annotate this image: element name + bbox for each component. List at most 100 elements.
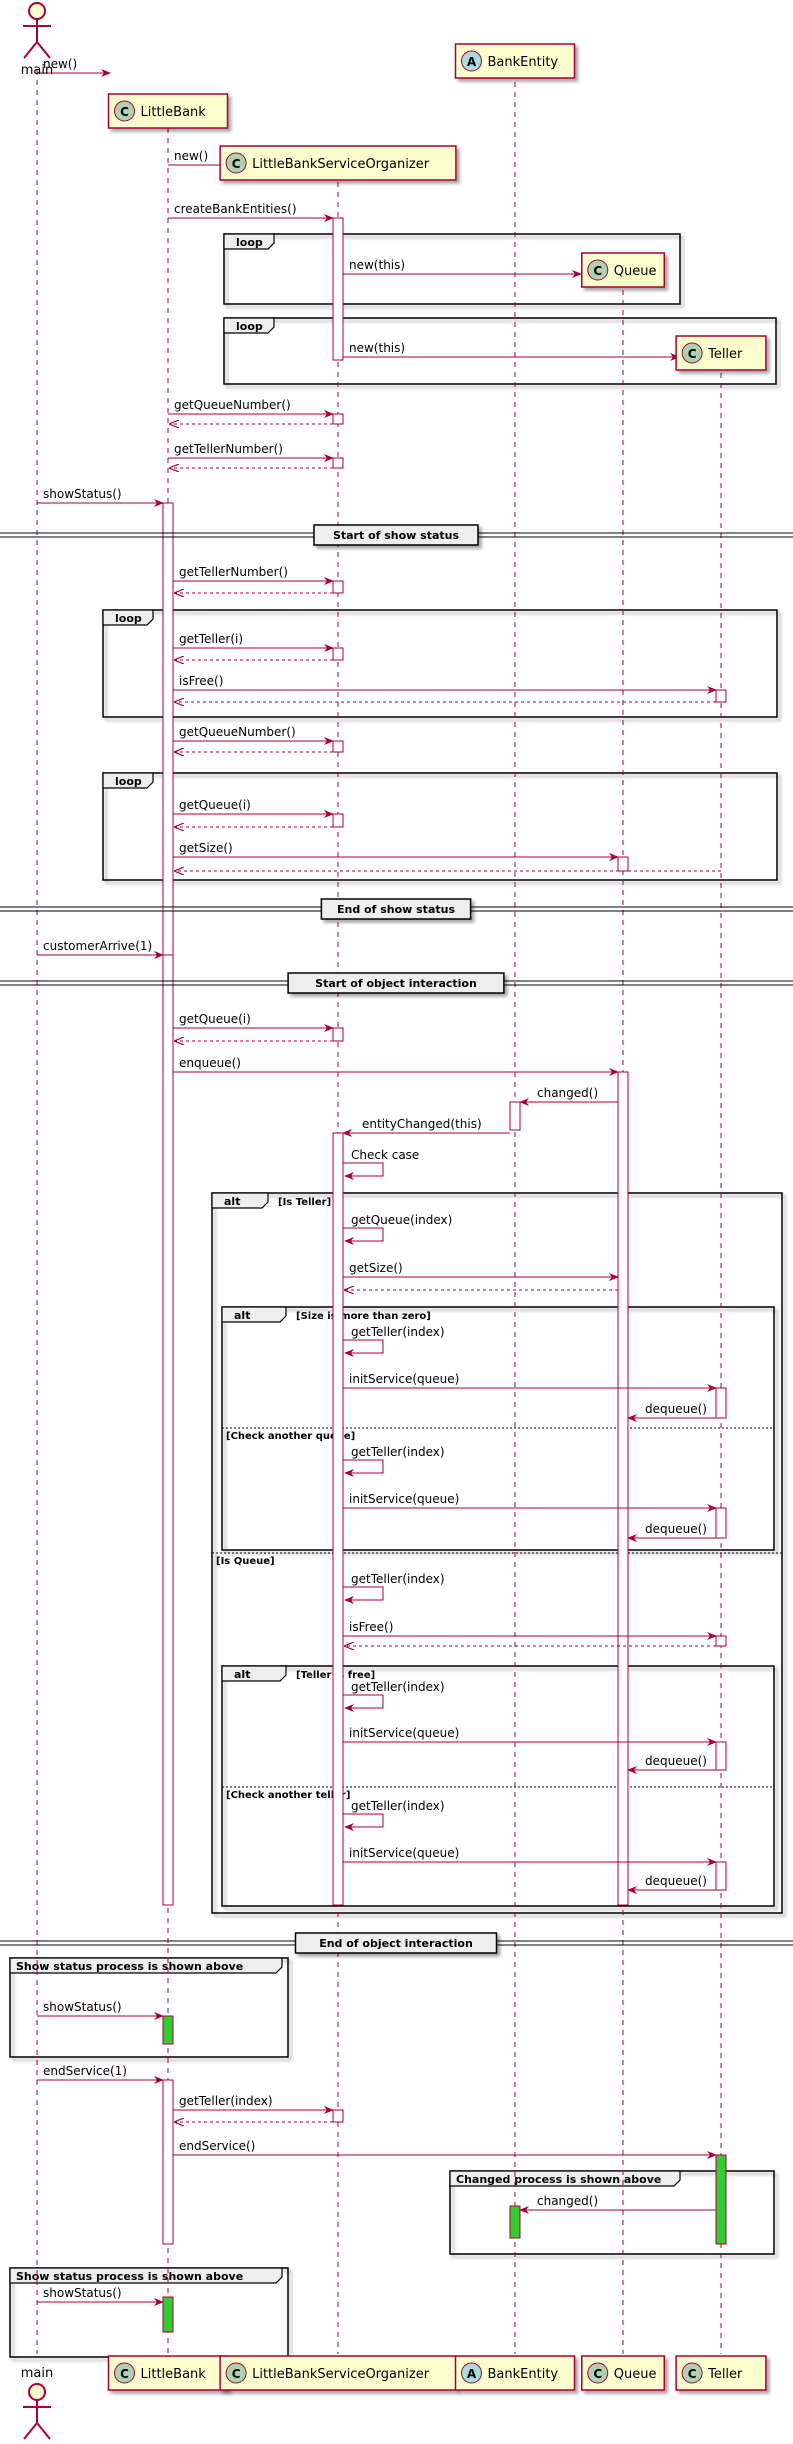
participant-main-foot[interactable]: main [21,2366,53,2440]
fragment-tab [223,233,275,250]
message-label: getTeller(index) [179,2094,273,2108]
participant-box [219,145,457,181]
loop-fragment: loop [102,609,778,718]
message-label: new() [43,57,77,71]
message-label: changed() [537,2194,598,2208]
fragment-tab [221,1306,287,1323]
self-message-arrow [343,1227,384,1245]
class-badge-icon [587,259,609,281]
activation-bar-lbso [332,1132,344,1906]
message-label: showStatus() [43,2286,122,2300]
message-label: getTeller(i) [179,632,243,646]
fragment-keyword: loop [115,775,142,788]
fragment-tab [223,317,275,334]
participant-box [219,2355,457,2391]
badge-letter: C [688,2367,697,2381]
participant-main-head[interactable]: main [21,2,53,78]
message-label: initService(queue) [349,1372,459,1386]
message-label: endService() [179,2139,255,2153]
divider-box [287,972,505,994]
activation-bar-teller [715,2154,727,2245]
actor-head-icon [28,2,46,20]
else-guard: [Check another queue] [226,1431,355,1442]
alt-fragment: alt[Teller is free] [221,1665,775,1907]
fragment-frame [102,772,778,881]
loop-fragment: loop [223,317,777,385]
fragment-tab [211,1192,269,1209]
participant-label: Queue [614,264,657,279]
message-label: showStatus() [43,2000,122,2014]
message-label: getQueueNumber() [174,398,291,412]
activation-bar-teller [715,1861,727,1891]
participant-box [581,2355,665,2391]
fragment-guard: [Size is more than zero] [296,1311,431,1322]
self-message-arrow [343,1694,384,1712]
activation-bar-teller [715,1741,727,1771]
divider: Start of object interaction [0,972,793,994]
message-label: dequeue() [645,1522,707,1536]
actor-head-icon [28,2383,46,2401]
participant-lbso-foot[interactable]: C LittleBankServiceOrganizer [219,2355,457,2391]
fragment-frame [223,317,777,385]
fragment-guard: [Is Teller] [278,1197,331,1208]
participant-queue-head[interactable]: C Queue [581,252,665,288]
message-label: dequeue() [645,1874,707,1888]
activation-bar-teller [715,1635,727,1647]
message-label: getQueue(i) [179,1012,251,1026]
divider-label: Start of show status [333,529,460,542]
badge-letter: C [232,2367,241,2381]
message-label: Check case [351,1148,419,1162]
message-label: endService(1) [43,2064,127,2078]
message-label: new(this) [349,341,405,355]
fragment-tab [9,1957,283,1974]
class-badge-icon [225,152,247,174]
activation-bar-lbso [332,217,344,361]
message-label: getQueue(i) [179,798,251,812]
activation-bar-lbso [332,813,344,828]
divider: End of show status [0,898,793,920]
abstract-badge-icon [461,2362,482,2384]
fragment-keyword: alt [234,1309,250,1322]
fragment-keyword: loop [236,320,263,333]
message-label: getTeller(index) [351,1799,445,1813]
participant-label: LittleBank [141,105,207,120]
participant-label: LittleBankServiceOrganizer [252,157,430,172]
group-fragment: Show status process is shown above [9,2267,289,2358]
fragment-keyword: Changed process is shown above [456,2173,661,2186]
activation-bar-bank [162,2015,174,2045]
participant-label: LittleBankServiceOrganizer [252,2367,430,2382]
message-label: customerArrive(1) [43,939,152,953]
message-label: getTeller(index) [351,1445,445,1459]
activation-bar-bank [162,2079,174,2245]
divider-label: End of show status [337,903,455,916]
message-label: new(this) [349,258,405,272]
activation-bar-lbso [332,740,344,753]
class-badge-icon [225,2362,247,2384]
activation-bar-teller [715,1507,727,1539]
actor-legs-icon [23,2421,51,2440]
badge-letter: C [593,264,602,278]
fragment-keyword: Show status process is shown above [16,2270,243,2283]
activation-bar-queue [617,856,629,872]
fragment-keyword: loop [236,236,263,249]
self-message-arrow [343,1162,384,1180]
message-label: getTeller(index) [351,1572,445,1586]
activation-bar-entity [509,2205,521,2239]
message-label: changed() [537,1086,598,1100]
activation-bar-teller [715,689,727,703]
divider-box [313,524,479,546]
message-label: getQueueNumber() [179,725,296,739]
message-label: getSize() [179,841,233,855]
activation-bar-lbso [332,1027,344,1042]
fragment-keyword: alt [234,1668,250,1681]
participant-label: BankEntity [488,55,559,70]
